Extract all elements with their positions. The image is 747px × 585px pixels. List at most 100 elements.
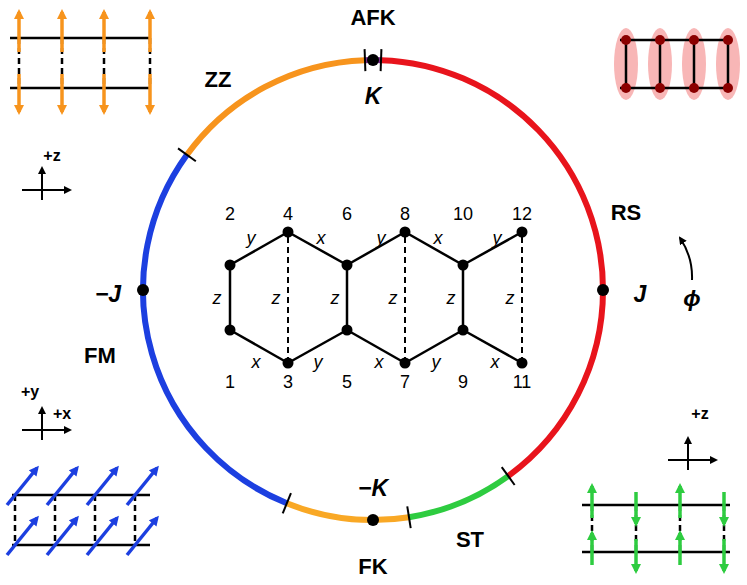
site	[723, 83, 733, 93]
site	[517, 358, 528, 369]
point-label: −J	[95, 283, 121, 306]
site	[621, 35, 631, 45]
bond-label: z	[331, 289, 340, 307]
spin-arrow	[722, 492, 726, 524]
ladder-leg	[620, 87, 728, 90]
bond-label: x	[434, 229, 443, 247]
axes	[22, 168, 716, 470]
ladder-rung	[94, 495, 97, 545]
site	[689, 35, 699, 45]
spin-arrow	[17, 12, 21, 52]
spin-arrow	[60, 74, 64, 112]
bond-label: y	[493, 229, 502, 247]
site-number: 5	[342, 373, 352, 391]
bond	[230, 232, 288, 265]
bond-label: z	[447, 289, 456, 307]
ladder-leg	[12, 544, 150, 547]
dashed-bond	[521, 232, 523, 363]
spin-arrow	[102, 74, 106, 112]
phase-label: RS	[611, 202, 642, 224]
phase-boundary-tick	[364, 49, 367, 71]
point-dot	[137, 284, 149, 296]
site	[283, 227, 294, 238]
spin-arrow	[7, 468, 37, 505]
ladder-rung	[625, 40, 628, 88]
spin-arrow	[7, 518, 37, 555]
bond-label: y	[314, 353, 323, 371]
phase-label: FK	[358, 556, 387, 578]
spin-arrow	[590, 486, 594, 518]
spin-arrow	[60, 12, 64, 52]
site-number: 10	[453, 205, 473, 223]
ladder-rung	[659, 40, 662, 88]
spin-arrow	[590, 533, 594, 565]
spin-insets	[7, 12, 740, 571]
site	[655, 35, 665, 45]
bond-label: x	[491, 353, 500, 371]
site	[225, 260, 236, 271]
axis-label: +z	[43, 148, 60, 164]
spin-arrow	[102, 12, 106, 52]
site	[225, 325, 236, 336]
phase-label: FM	[84, 345, 116, 367]
axis-label: +x	[53, 406, 71, 422]
site-number: 9	[458, 373, 468, 391]
site	[655, 83, 665, 93]
site-number: 3	[283, 373, 293, 391]
spin-arrow	[148, 74, 152, 112]
bond	[346, 265, 349, 330]
bond	[462, 265, 465, 330]
spin-arrow	[47, 518, 77, 555]
site	[400, 227, 411, 238]
spin-arrow	[148, 12, 152, 52]
bond	[229, 265, 232, 330]
bond-label: z	[272, 289, 281, 307]
bond-label: y	[432, 353, 441, 371]
site	[621, 83, 631, 93]
site	[458, 325, 469, 336]
phase-arc	[143, 155, 287, 503]
bond-label: y	[247, 229, 256, 247]
phase-arc	[381, 60, 603, 290]
ladder-rung	[693, 40, 696, 88]
bond-label: z	[506, 289, 515, 307]
bond-label: z	[213, 289, 222, 307]
site	[342, 260, 353, 271]
phase-label: AFK	[350, 7, 395, 29]
point-dot	[367, 54, 379, 66]
spin-arrow	[678, 486, 682, 518]
site-number: 11	[513, 373, 532, 391]
ladder-rung	[14, 495, 17, 545]
angle-label: ϕ	[683, 287, 700, 310]
phase-boundary-tick	[380, 49, 383, 71]
ladder-rung	[54, 495, 57, 545]
ladder-leg	[582, 504, 730, 507]
phase-arc	[187, 60, 365, 155]
spin-arrow	[87, 468, 117, 505]
phase-boundary-tick	[283, 493, 291, 513]
site-number: 7	[400, 373, 410, 391]
phase-arc	[287, 503, 409, 520]
site-number: 12	[512, 205, 532, 223]
spin-arrow	[634, 492, 638, 524]
site-number: 8	[400, 205, 410, 223]
site	[342, 325, 353, 336]
site	[723, 35, 733, 45]
phase-circle	[137, 49, 609, 528]
bond	[347, 232, 405, 265]
spin-arrow	[17, 74, 21, 112]
point-dot	[597, 284, 609, 296]
axis-label: +z	[691, 406, 708, 422]
axis-label: +y	[21, 384, 39, 400]
bond-label: x	[317, 229, 326, 247]
ladder-leg	[620, 39, 728, 42]
site-number: 6	[342, 205, 352, 223]
ladder-leg	[12, 494, 150, 497]
site	[283, 358, 294, 369]
dashed-bond	[287, 232, 289, 363]
site-number: 1	[225, 373, 235, 391]
spin-arrow	[47, 468, 77, 505]
spin-arrow	[722, 539, 726, 571]
site	[689, 83, 699, 93]
